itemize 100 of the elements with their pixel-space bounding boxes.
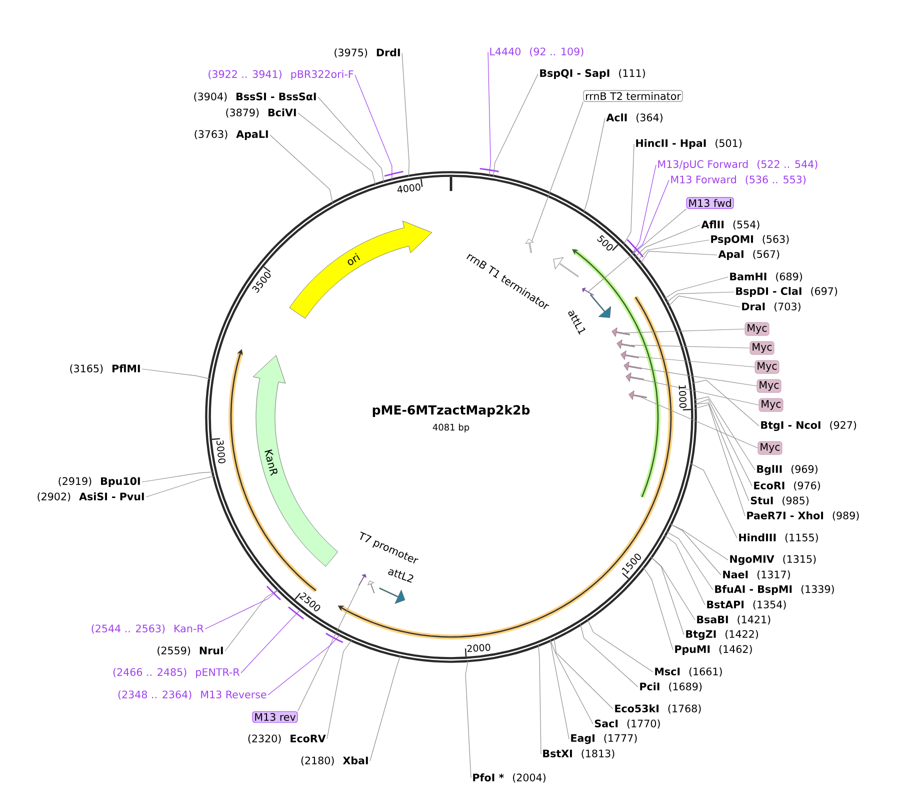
- site-label: PciI (1689): [640, 682, 702, 692]
- leader-line: [580, 624, 638, 688]
- site-label: NgoMIV (1315): [730, 554, 816, 566]
- leader-line: [624, 328, 746, 334]
- feature-label: Myc: [756, 379, 782, 393]
- site-label: BtgZI (1422): [686, 630, 758, 640]
- site-label: BamHI (689): [730, 272, 802, 282]
- length-label: 4081 bp: [432, 424, 470, 432]
- site-label: (2559) NruI: [158, 646, 223, 656]
- site-label: (2320) EcoRV: [248, 734, 326, 744]
- gene-feature: ori: [289, 220, 432, 319]
- leader-line: [493, 74, 538, 177]
- feature-marker: [624, 362, 642, 371]
- feature-marker: [358, 574, 366, 586]
- primer-label: (2466 .. 2485) pENTR-R: [113, 668, 240, 678]
- site-label: PfoI * (2004): [473, 773, 546, 783]
- leader-line: [666, 292, 734, 303]
- tick-label: 3000: [216, 440, 226, 464]
- primer-label: M13 Forward (536 .. 553): [671, 175, 806, 185]
- site-label: (3165) PflMI: [70, 364, 140, 374]
- feature-marker: [620, 350, 639, 360]
- leader-line: [550, 640, 570, 740]
- feature-name: attL2: [388, 569, 414, 583]
- site-label: (3904) BssSI - BssSαI: [194, 92, 316, 102]
- site-label: SacI (1770): [594, 719, 660, 729]
- leader-line: [488, 52, 491, 176]
- site-label: AclI (364): [606, 113, 662, 123]
- leader-line: [550, 640, 594, 724]
- site-label: BstAPI (1354): [707, 600, 786, 610]
- site-label: Eco53kI (1768): [615, 704, 701, 714]
- site-label: AflII (554): [701, 220, 760, 230]
- leader-line: [142, 472, 214, 482]
- leader-line: [297, 586, 360, 712]
- leader-line: [623, 144, 634, 245]
- feature-label: rrnB T2 terminator: [583, 90, 683, 102]
- leader-line: [694, 404, 746, 516]
- leader-line: [465, 660, 472, 778]
- leader-line: [146, 476, 214, 498]
- leader-line: [643, 380, 760, 406]
- leader-line: [690, 463, 738, 538]
- leader-line: [270, 134, 333, 204]
- leader-line: [664, 535, 706, 606]
- feature-marker: [525, 238, 534, 253]
- tick-label: 500: [597, 235, 613, 250]
- leader-line: [630, 344, 750, 348]
- site-label: PaeR7I - XhoI (989): [747, 511, 859, 521]
- site-label: PspOMI (563): [711, 235, 789, 245]
- leader-line: [370, 655, 401, 762]
- site-label: MscI (1661): [655, 667, 722, 677]
- site-label: BfuAI - BspMI (1339): [715, 585, 834, 595]
- leader-line: [694, 402, 750, 502]
- primer-label: M13/pUC Forward (522 .. 544): [658, 160, 818, 170]
- leader-line: [318, 96, 384, 183]
- site-label: BtgI - NcoI (927): [761, 420, 856, 432]
- leader-line: [643, 566, 674, 650]
- site-label: BstXI (1813): [543, 749, 614, 759]
- site-label: (2180) XbaI: [301, 756, 368, 766]
- site-label: (3879) BciVI: [226, 108, 296, 118]
- leader-line: [668, 296, 740, 308]
- site-label: HincII - HpaI (501): [636, 139, 742, 149]
- leader-line: [694, 396, 756, 470]
- leader-line: [666, 531, 714, 590]
- site-label: HindIII (1155): [739, 533, 818, 543]
- leader-line: [240, 609, 302, 674]
- leader-line: [694, 399, 752, 486]
- leader-line: [354, 74, 392, 180]
- leader-line: [664, 276, 728, 299]
- primer-label: (3922 .. 3941) pBR322ori-F: [208, 70, 354, 80]
- leader-line: [638, 356, 756, 368]
- leader-line: [584, 118, 606, 213]
- leader-line: [650, 556, 684, 636]
- site-label: BglII (969): [757, 464, 818, 476]
- leader-line: [640, 250, 718, 264]
- primer-label: (2544 .. 2563) Kan-R: [92, 624, 204, 634]
- leader-line: [634, 224, 700, 258]
- gene-feature: KanR: [252, 355, 338, 567]
- leader-line: [326, 640, 352, 740]
- feature-label: M13 fwd: [686, 197, 734, 209]
- site-label: StuI (985): [750, 496, 809, 506]
- feature-marker: [582, 288, 594, 296]
- map-title: pME-6MTzactMap2k2b: [372, 404, 530, 418]
- leader-line: [554, 638, 614, 710]
- leader-line: [402, 52, 410, 177]
- tick-label: 2000: [467, 644, 490, 652]
- site-label: PpuMI (1462): [675, 645, 752, 655]
- leader-line: [632, 180, 670, 254]
- leader-line: [670, 524, 722, 576]
- site-label: BsaBI (1421): [697, 615, 770, 625]
- feature-label: Myc: [744, 322, 770, 336]
- leader-line: [298, 112, 376, 186]
- site-label: NaeI (1317): [723, 570, 790, 580]
- leader-line: [532, 102, 584, 242]
- leader-line: [224, 589, 279, 652]
- leader-line: [692, 380, 760, 426]
- site-label: EagI (1777): [571, 734, 637, 744]
- site-label: (2902) AsiSI - PvuI: [38, 492, 144, 502]
- site-label: ApaI (567): [718, 250, 780, 260]
- leader-line: [142, 368, 210, 380]
- leader-line: [642, 368, 758, 386]
- site-label: BspQI - SapI (111): [540, 69, 645, 79]
